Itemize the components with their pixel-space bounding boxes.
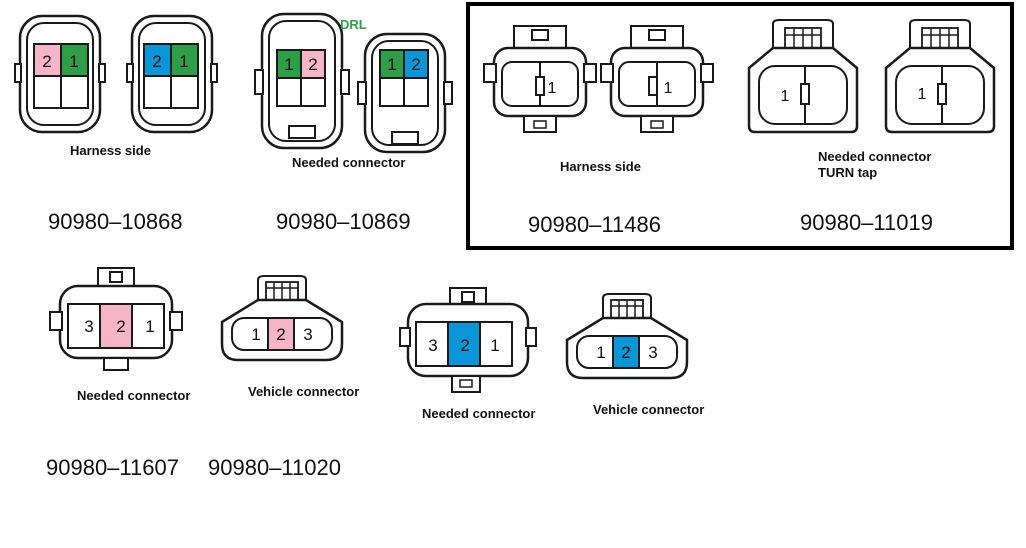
pin-label: 1 — [145, 317, 154, 336]
connector-vehicle-blue: 1 2 3 — [565, 293, 689, 380]
pin-label: 1 — [596, 343, 605, 362]
connector-10868: 2 1 — [14, 14, 106, 134]
connector-10869-alt: 1 2 — [357, 32, 453, 154]
connector-11486-alt: 1 — [600, 25, 714, 133]
pin-label: 1 — [548, 80, 557, 97]
caption-needed-connector: Needed connector — [292, 155, 406, 170]
pin-label: 1 — [387, 55, 396, 74]
pin-label: 2 — [308, 55, 317, 74]
pin-label: 1 — [179, 52, 188, 71]
pin-label: 2 — [116, 317, 125, 336]
part-number-11607: 90980–11607 — [46, 455, 179, 480]
pin-label: 2 — [621, 343, 630, 362]
connector-11486: 1 — [483, 25, 597, 133]
pin-label: 3 — [84, 317, 93, 336]
caption-harness-side: Harness side — [70, 143, 151, 158]
caption-vehicle-connector: Vehicle connector — [248, 384, 360, 399]
pin-label: 1 — [490, 336, 499, 355]
highlight-frame — [466, 2, 1014, 250]
pin-label: 1 — [284, 55, 293, 74]
pin-label: 1 — [918, 86, 927, 103]
pin-label: 1 — [781, 88, 790, 105]
caption-vehicle-connector-2: Vehicle connector — [593, 402, 705, 417]
connector-11607: 3 2 1 — [49, 267, 183, 371]
caption-needed-connector-4: Needed connector — [422, 406, 536, 421]
pin-label: 2 — [152, 52, 161, 71]
part-number-11020: 90980–11020 — [208, 455, 341, 480]
drl-label: DRL — [340, 17, 367, 32]
part-number-10868: 90980–10868 — [48, 209, 183, 234]
pin-label: 2 — [276, 325, 285, 344]
connector-10868-alt: 2 1 — [126, 14, 218, 134]
connector-11019-alt: 1 — [884, 19, 996, 134]
caption-needed-connector-turn: Needed connector — [818, 149, 932, 164]
connector-needed-blue: 3 2 1 — [399, 287, 537, 393]
pin-label: 2 — [460, 336, 469, 355]
part-number-10869: 90980–10869 — [276, 209, 411, 234]
pin-label: 1 — [664, 80, 673, 97]
part-number-11019: 90980–11019 — [800, 210, 933, 235]
caption-harness-side-2: Harness side — [560, 159, 641, 174]
pin-label: 1 — [251, 325, 260, 344]
caption-needed-connector-3: Needed connector — [77, 388, 191, 403]
pin-label: 2 — [42, 52, 51, 71]
caption-turn-tap: TURN tap — [818, 165, 878, 180]
pin-label: 3 — [648, 343, 657, 362]
part-number-11486: 90980–11486 — [528, 212, 661, 237]
connector-11020: 1 2 3 — [220, 275, 344, 362]
connector-10869: 1 2 — [254, 12, 350, 150]
pin-label: 2 — [411, 55, 420, 74]
pin-label: 3 — [303, 325, 312, 344]
pin-label: 1 — [69, 52, 78, 71]
connector-11019: 1 — [747, 19, 859, 134]
pin-label: 3 — [428, 336, 437, 355]
